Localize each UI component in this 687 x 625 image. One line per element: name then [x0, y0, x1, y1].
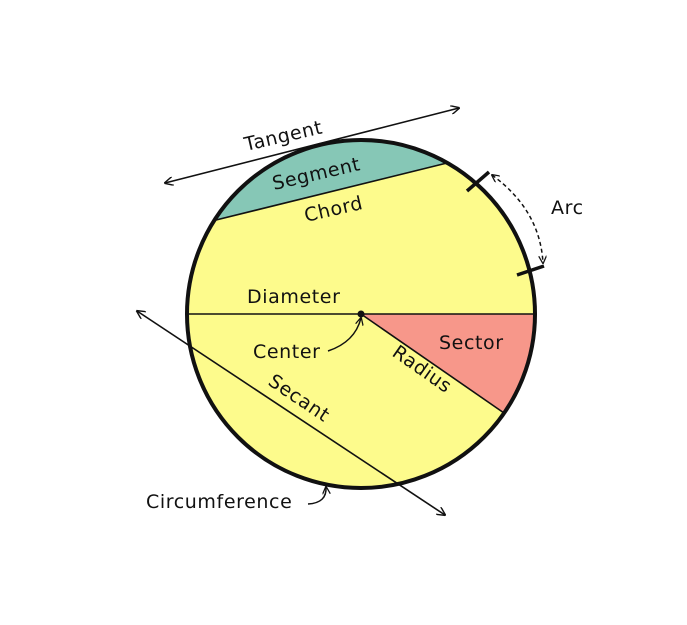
- center-pointer: [327, 318, 361, 352]
- arc-dashed-arrow: [492, 175, 543, 263]
- secant-line: [137, 311, 445, 515]
- arc-tick-top: [465, 170, 491, 193]
- arc-tick-bottom: [516, 264, 545, 277]
- circumference-label: Circumference: [146, 491, 292, 513]
- sector-label: Sector: [439, 332, 504, 354]
- tangent-line: [165, 108, 459, 183]
- arc-label: Arc: [551, 197, 584, 219]
- diameter-label: Diameter: [247, 286, 341, 308]
- center-dot: [357, 310, 365, 318]
- circumference-pointer: [307, 487, 326, 505]
- center-label: Center: [253, 341, 321, 363]
